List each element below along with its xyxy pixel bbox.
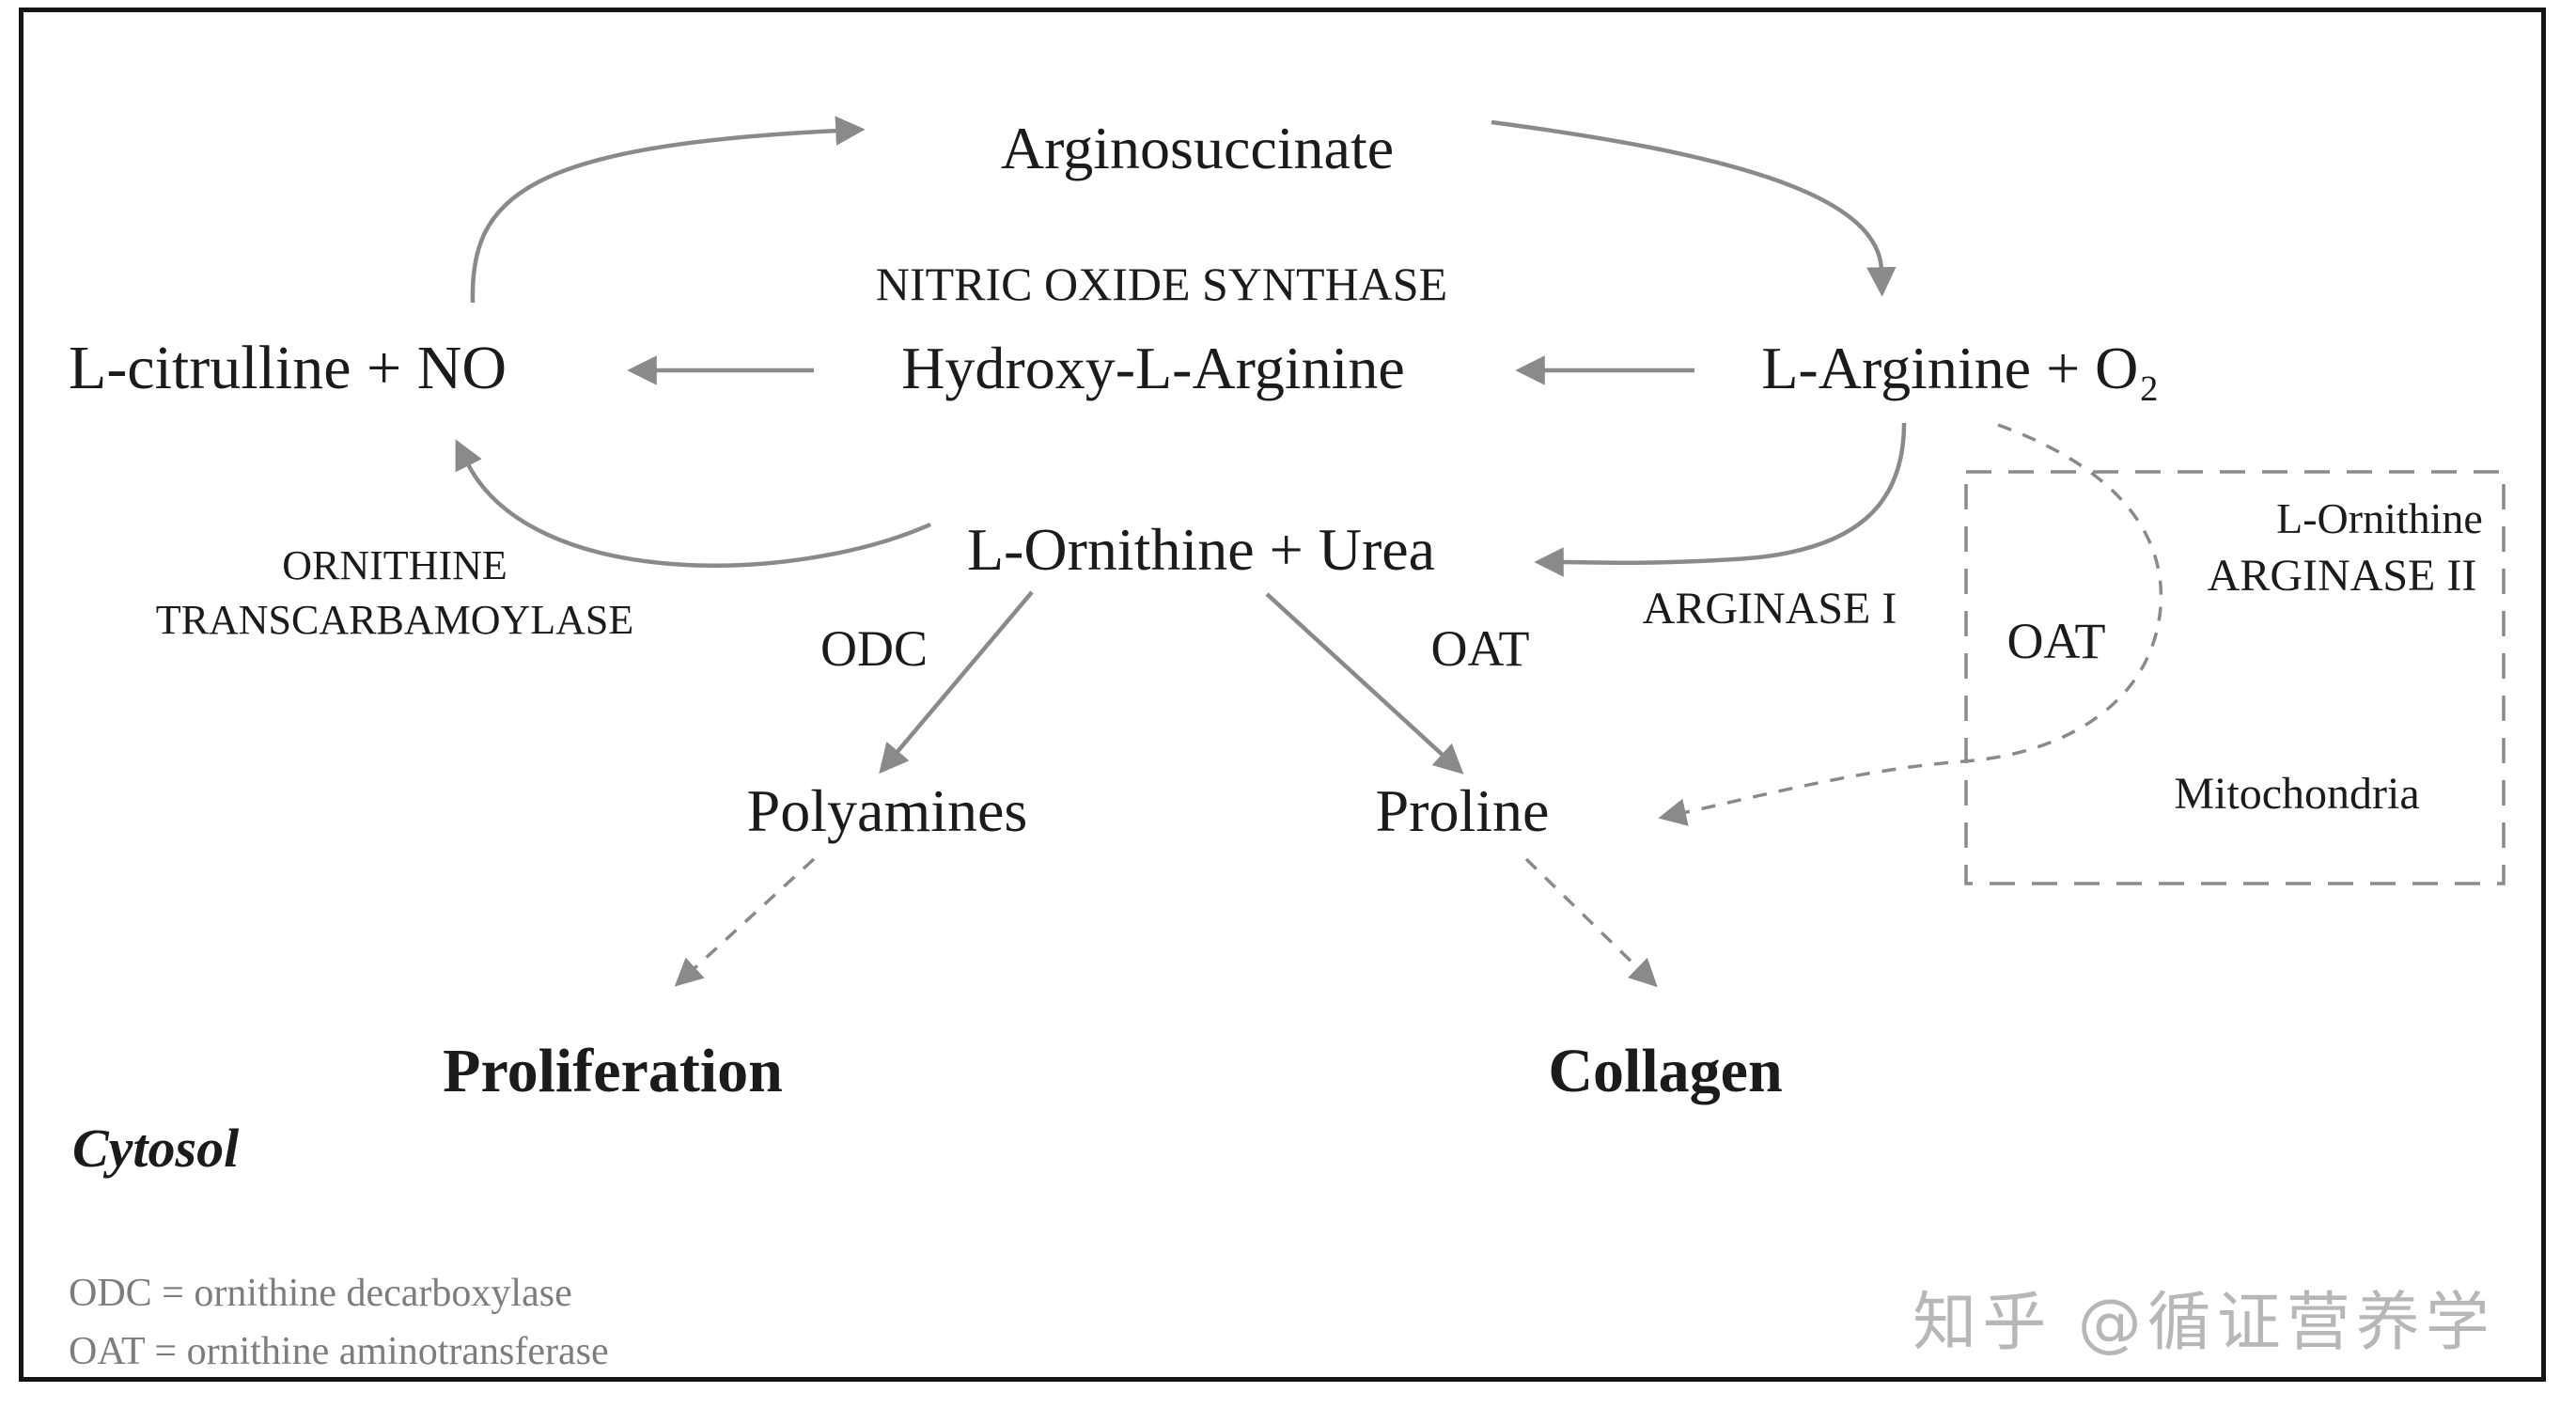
arrow-citrulline-to-arginosuccinate <box>470 116 866 304</box>
node-l-arginine-o2: L-Arginine + O₂ <box>1761 335 2160 401</box>
enzyme-otc-line2: TRANSCARBAMOYLASE <box>155 597 634 643</box>
node-hydroxy-l-arginine: Hydroxy-L-Arginine <box>901 335 1405 401</box>
legend-odc: ODC = ornithine decarboxylase <box>69 1272 572 1315</box>
enzyme-oat: OAT <box>1430 620 1530 677</box>
node-arginosuccinate: Arginosuccinate <box>1000 115 1395 181</box>
enzyme-otc-line1: ORNITHINE <box>282 542 507 588</box>
arrow-oat-to-proline <box>1265 592 1464 775</box>
legend-oat: OAT = ornithine aminotransferase <box>69 1330 609 1373</box>
node-l-ornithine-urea: L-Ornithine + Urea <box>966 516 1436 583</box>
diagram-border <box>19 8 2546 1382</box>
node-proline: Proline <box>1375 777 1550 844</box>
box-mitochondria-label: Mitochondria <box>2174 769 2420 819</box>
enzyme-nitric-oxide-synthase: NITRIC OXIDE SYNTHASE <box>875 258 1448 310</box>
arrow-arginase1-arginine-to-ornithine <box>1534 422 1907 577</box>
mitochondria-box <box>1964 470 2506 885</box>
node-citrulline-no: L-citrulline + NO <box>69 334 507 402</box>
enzyme-odc: ODC <box>820 620 929 677</box>
dashed-arrow-polyamines-to-proliferation <box>674 857 816 987</box>
node-polyamines: Polyamines <box>746 777 1028 844</box>
dashed-arrow-proline-to-collagen <box>1524 857 1658 988</box>
node-proliferation: Proliferation <box>443 1037 783 1105</box>
arrow-odc-to-polyamines <box>879 590 1034 775</box>
compartment-cytosol-label: Cytosol <box>72 1118 240 1179</box>
zhihu-watermark: 知乎 @循证营养学 <box>1912 1286 2495 1360</box>
box-arginase-ii: ARGINASE II <box>2207 551 2477 601</box>
node-collagen: Collagen <box>1548 1037 1783 1105</box>
arrow-otc-ornithine-to-citrulline <box>455 439 931 568</box>
enzyme-arginase-i: ARGINASE I <box>1642 584 1897 634</box>
arrow-arginosuccinate-to-arginine <box>1491 119 1897 297</box>
box-l-ornithine: L-Ornithine <box>2276 494 2483 542</box>
dashed-arrow-arginase2-oat-to-proline <box>1658 423 2163 826</box>
box-oat: OAT <box>2006 613 2106 669</box>
